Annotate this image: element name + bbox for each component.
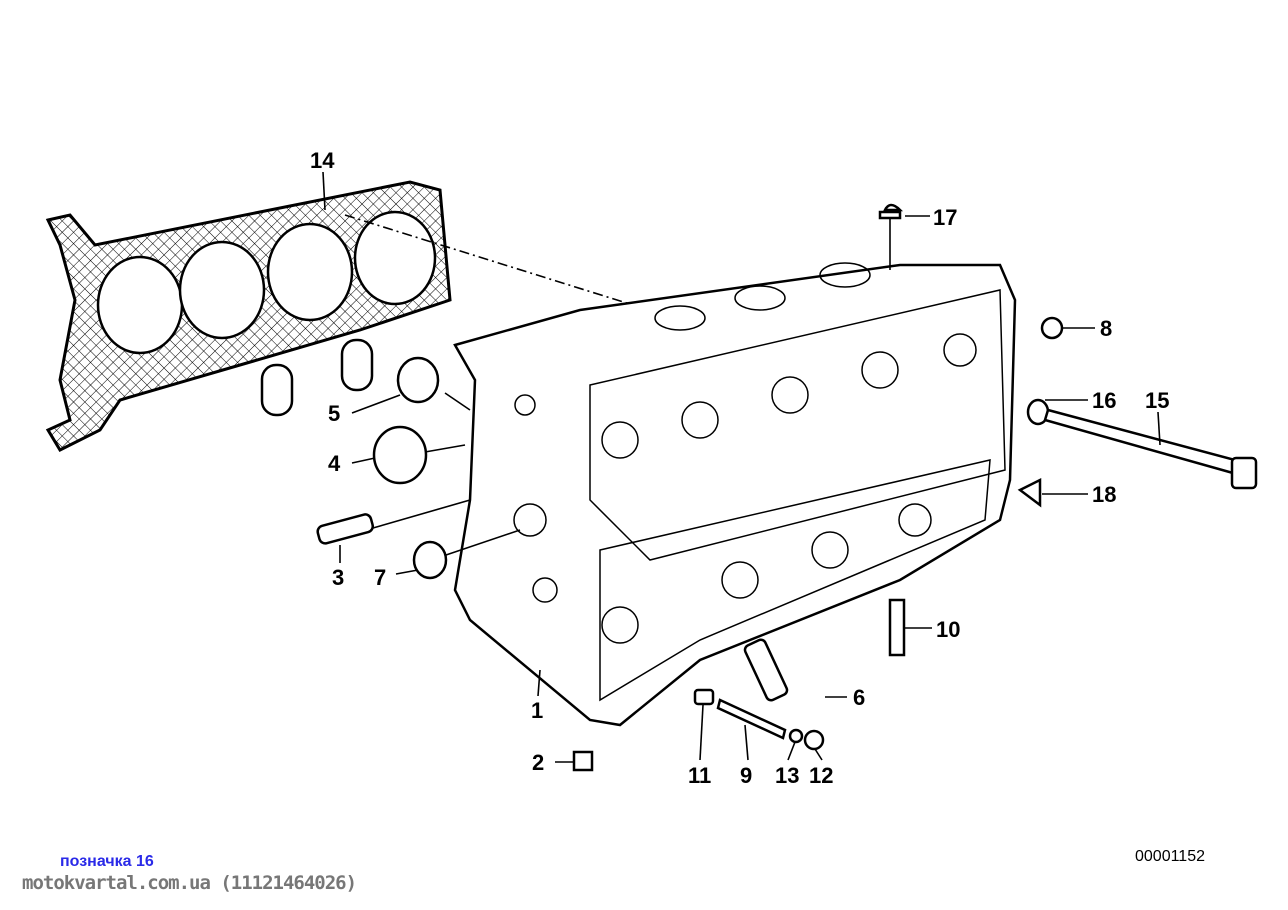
- drawing-code: 00001152: [1135, 848, 1205, 865]
- label-5: 5: [328, 401, 340, 426]
- label-8: 8: [1100, 316, 1112, 341]
- label-15: 15: [1145, 388, 1169, 413]
- part-labels: 14 17 8 16 15 18 5 4 3 7 10 6 1 2 11 9 1…: [310, 148, 1169, 788]
- label-12: 12: [809, 763, 833, 788]
- leader-lines: [322, 171, 1161, 763]
- label-9: 9: [740, 763, 752, 788]
- cylinder-head-gasket: [45, 180, 452, 452]
- label-3: 3: [332, 565, 344, 590]
- site-watermark: motokvartal.com.ua (11121464026): [22, 872, 357, 894]
- label-4: 4: [328, 451, 341, 476]
- label-2: 2: [532, 750, 544, 775]
- label-14: 14: [310, 148, 335, 173]
- label-18: 18: [1092, 482, 1116, 507]
- label-17: 17: [933, 205, 957, 230]
- label-1: 1: [531, 698, 543, 723]
- label-10: 10: [936, 617, 960, 642]
- cylinder-head: [453, 262, 1017, 727]
- label-11: 11: [688, 763, 711, 788]
- label-6: 6: [853, 685, 865, 710]
- label-16: 16: [1092, 388, 1116, 413]
- small-parts: [316, 203, 1258, 772]
- label-13: 13: [775, 763, 799, 788]
- part-tag: позначка 16: [60, 853, 154, 870]
- label-7: 7: [374, 565, 386, 590]
